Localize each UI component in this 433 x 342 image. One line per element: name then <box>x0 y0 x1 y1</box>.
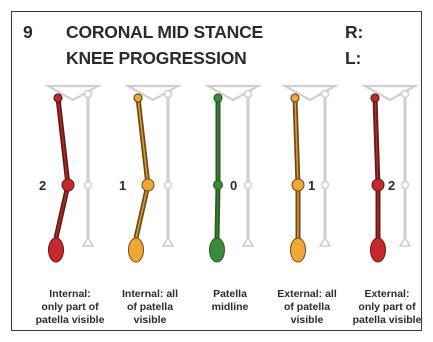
caption-0-line-0: Internal: <box>30 288 110 301</box>
hip-joint-0 <box>54 94 62 102</box>
gray-hip-joint-4 <box>402 91 409 98</box>
caption-2-line-1: midline <box>190 301 270 314</box>
gray-knee-joint-2 <box>245 182 252 189</box>
grade-label-4: 2 <box>388 178 395 193</box>
caption-4: External: only part of patella visible <box>347 288 427 327</box>
caption-1: Internal: all of patella visible <box>110 288 190 327</box>
caption-4-line-2: patella visible <box>347 314 427 327</box>
gray-foot-2 <box>243 238 253 246</box>
caption-1-line-0: Internal: all <box>110 288 190 301</box>
gray-foot-0 <box>83 238 93 246</box>
caption-2-line-0: Patella <box>190 288 270 301</box>
grade-label-2: 0 <box>230 178 237 193</box>
caption-3-line-2: visible <box>267 314 347 327</box>
gray-hip-joint-0 <box>85 91 92 98</box>
hip-joint-2 <box>214 94 222 102</box>
patella-3 <box>292 179 304 191</box>
foot-4 <box>371 238 386 262</box>
patella-2 <box>214 181 223 190</box>
gray-foot-1 <box>163 238 173 246</box>
caption-4-line-1: only part of <box>347 301 427 314</box>
patella-1 <box>142 179 154 191</box>
foot-0 <box>49 238 64 262</box>
patella-0 <box>62 179 74 191</box>
grade-label-3: 1 <box>308 178 315 193</box>
gray-hip-joint-3 <box>322 91 329 98</box>
gray-knee-joint-1 <box>165 182 172 189</box>
caption-0-line-1: only part of <box>30 301 110 314</box>
caption-0: Internal: only part of patella visible <box>30 288 110 327</box>
hip-joint-3 <box>291 94 299 102</box>
caption-2: Patella midline <box>190 288 270 314</box>
foot-1 <box>129 238 144 262</box>
caption-1-line-1: of patella <box>110 301 190 314</box>
gray-hip-joint-1 <box>165 91 172 98</box>
caption-1-line-2: visible <box>110 314 190 327</box>
foot-3 <box>291 238 306 262</box>
grade-label-1: 1 <box>119 178 126 193</box>
patella-4 <box>372 179 384 191</box>
gray-hip-joint-2 <box>245 91 252 98</box>
caption-0-line-2: patella visible <box>30 314 110 327</box>
hip-joint-4 <box>371 94 379 102</box>
foot-2 <box>210 238 225 262</box>
caption-4-line-0: External: <box>347 288 427 301</box>
caption-3: External: all of patella visible <box>267 288 347 327</box>
gray-foot-4 <box>400 238 410 246</box>
gray-knee-joint-3 <box>322 182 329 189</box>
grade-label-0: 2 <box>39 178 46 193</box>
gray-foot-3 <box>320 238 330 246</box>
caption-3-line-0: External: all <box>267 288 347 301</box>
gray-knee-joint-0 <box>85 182 92 189</box>
hip-joint-1 <box>134 94 142 102</box>
gray-knee-joint-4 <box>402 182 409 189</box>
caption-3-line-1: of patella <box>267 301 347 314</box>
